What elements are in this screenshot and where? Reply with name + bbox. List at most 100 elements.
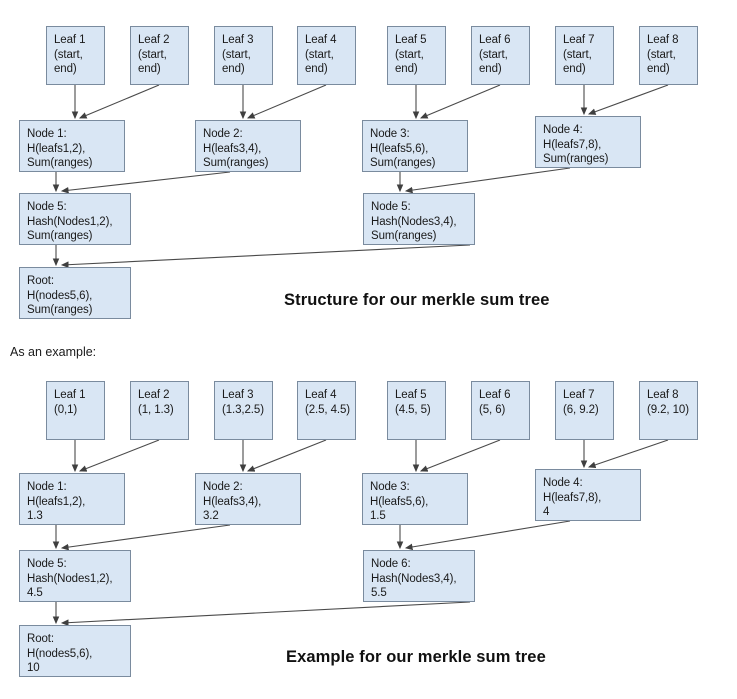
leaf2-line-3: end) — [138, 63, 161, 76]
node4-box: Node 4:H(leafs7,8),Sum(ranges) — [535, 116, 641, 168]
ex-root-line-1: Root: — [27, 633, 54, 645]
leaf6-line-1: Leaf 6 — [479, 34, 511, 46]
leaf7-line-1: Leaf 7 — [563, 34, 595, 46]
node4-line-1: Node 4: — [543, 124, 583, 136]
ex-node6-line-2: Hash(Nodes3,4), — [371, 572, 457, 585]
node2-line-2: H(leafs3,4), — [203, 142, 262, 155]
leaf1-box: Leaf 1(start,end) — [46, 26, 105, 85]
ex-node4-line-3: 4 — [543, 506, 550, 519]
node3-line-2: H(leafs5,6), — [370, 142, 429, 155]
leaf1-line-1: Leaf 1 — [54, 34, 86, 46]
node5a-line-2: Hash(Nodes1,2), — [27, 215, 113, 228]
caption-structure: Structure for our merkle sum tree — [284, 291, 550, 309]
node2-box: Node 2: H(leafs3,4), Sum(ranges) — [195, 120, 301, 172]
ex-node1-line-3: 1.3 — [27, 510, 43, 523]
root-line-3: Sum(ranges) — [27, 304, 93, 317]
ex-leaf3-box: Leaf 3 (1.3,2.5) — [214, 381, 273, 440]
ex-node5-box: Node 5: Hash(Nodes1,2), 4.5 — [19, 550, 131, 602]
ex-leaf1-line-2: (0,1) — [54, 403, 78, 416]
ex-leaf2-line-2: (1, 1.3) — [138, 403, 174, 416]
node4-line-2: H(leafs7,8), — [543, 138, 602, 151]
ex-node4-box: Node 4: H(leafs7,8), 4 — [535, 469, 641, 521]
ex-node2-box: Node 2: H(leafs3,4), 3.2 — [195, 473, 301, 525]
ex-node3-box: Node 3: H(leafs5,6), 1.5 — [362, 473, 468, 525]
ex-root-box: Root: H(nodes5,6), 10 — [19, 625, 131, 677]
ex-leaf8-box: Leaf 8 (9.2, 10) — [639, 381, 698, 440]
ex-node6-line-1: Node 6: — [371, 558, 411, 570]
ex-node6-box: Node 6: Hash(Nodes3,4), 5.5 — [363, 550, 475, 602]
node1-line-3: Sum(ranges) — [27, 157, 93, 170]
ex-leaf5-line-2: (4.5, 5) — [395, 403, 431, 416]
ex-node1-box: Node 1: H(leafs1,2), 1.3 — [19, 473, 125, 525]
leaf5-line-3: end) — [395, 63, 418, 76]
ex-leaf7-line-2: (6, 9.2) — [563, 403, 599, 416]
ex-leaf1-line-1: Leaf 1 — [54, 389, 86, 401]
node3-box: Node 3:H(leafs5,6),Sum(ranges) — [362, 120, 468, 172]
ex-node2-line-1: Node 2: — [203, 481, 243, 493]
ex-node1-line-1: Node 1: — [27, 481, 67, 493]
ex-leaf6-line-1: Leaf 6 — [479, 389, 511, 401]
root-line-1: Root: — [27, 275, 54, 287]
ex-node5-line-1: Node 5: — [27, 558, 67, 570]
leaf7-line-2: (start, — [563, 48, 592, 61]
ex-leaf2-line-1: Leaf 2 — [138, 389, 170, 401]
leaf2-box: Leaf 2 (start, end) — [130, 26, 189, 85]
node5b-line-2: Hash(Nodes3,4), — [371, 215, 457, 228]
leaf8-line-3: end) — [647, 63, 670, 76]
node3-line-1: Node 3: — [370, 128, 410, 140]
leaf3-line-2: (start, — [222, 48, 251, 61]
ex-leaf8-line-2: (9.2, 10) — [647, 403, 689, 416]
leaf4-line-1: Leaf 4 — [305, 34, 337, 46]
ex-leaf8-line-1: Leaf 8 — [647, 389, 679, 401]
node5b-line-1: Node 5: — [371, 201, 411, 213]
ex-root-line-2: H(nodes5,6), — [27, 647, 93, 660]
root-box: Root: H(nodes5,6), Sum(ranges) — [19, 267, 131, 319]
ex-leaf6-line-2: (5, 6) — [479, 403, 506, 416]
node5b-line-3: Sum(ranges) — [371, 230, 437, 243]
root-line-2: H(nodes5,6), — [27, 289, 93, 302]
node5a-line-3: Sum(ranges) — [27, 230, 93, 243]
ex-node4-line-2: H(leafs7,8), — [543, 491, 602, 504]
ex-leaf4-box: Leaf 4(2.5, 4.5) — [297, 381, 356, 440]
ex-leaf6-box: Leaf 6 (5, 6) — [471, 381, 530, 440]
ex-node2-line-2: H(leafs3,4), — [203, 495, 262, 508]
leaf5-line-2: (start, — [395, 48, 424, 61]
leaf4-line-3: end) — [305, 63, 328, 76]
ex-node4-line-1: Node 4: — [543, 477, 583, 489]
node2-line-3: Sum(ranges) — [203, 157, 269, 170]
leaf6-box: Leaf 6(start,end) — [471, 26, 530, 85]
leaf5-box: Leaf 5(start,end) — [387, 26, 446, 85]
ex-node6-line-3: 5.5 — [371, 587, 387, 600]
leaf4-box: Leaf 4 (start, end) — [297, 26, 356, 85]
leaf8-line-2: (start, — [647, 48, 676, 61]
leaf2-line-2: (start, — [138, 48, 167, 61]
ex-node3-line-3: 1.5 — [370, 510, 386, 523]
ex-node3-line-2: H(leafs5,6), — [370, 495, 429, 508]
leaf8-box: Leaf 8 (start, end) — [639, 26, 698, 85]
leaf7-box: Leaf 7 (start, end) — [555, 26, 614, 85]
ex-node5-line-3: 4.5 — [27, 587, 43, 600]
node1-line-2: H(leafs1,2), — [27, 142, 86, 155]
ex-node5-line-2: Hash(Nodes1,2), — [27, 572, 113, 585]
leaf2-line-1: Leaf 2 — [138, 34, 170, 46]
leaf4-line-2: (start, — [305, 48, 334, 61]
example-tree-edges — [52, 439, 669, 626]
leaf7-line-3: end) — [563, 63, 586, 76]
ex-leaf3-line-1: Leaf 3 — [222, 389, 254, 401]
leaf8-line-1: Leaf 8 — [647, 34, 679, 46]
ex-node1-line-2: H(leafs1,2), — [27, 495, 86, 508]
as-an-example-note: As an example: — [10, 345, 97, 359]
node5a-box: Node 5:Hash(Nodes1,2),Sum(ranges) — [19, 193, 131, 245]
node1-line-1: Node 1: — [27, 128, 67, 140]
leaf3-line-3: end) — [222, 63, 245, 76]
leaf1-line-2: (start, — [54, 48, 83, 61]
ex-leaf4-line-2: (2.5, 4.5) — [305, 403, 351, 416]
ex-node3-line-1: Node 3: — [370, 481, 410, 493]
node2-line-1: Node 2: — [203, 128, 243, 140]
ex-leaf7-box: Leaf 7(6, 9.2) — [555, 381, 614, 440]
ex-leaf3-line-2: (1.3,2.5) — [222, 403, 264, 416]
ex-root-line-3: 10 — [27, 662, 40, 675]
ex-leaf5-line-1: Leaf 5 — [395, 389, 427, 401]
ex-node2-line-3: 3.2 — [203, 510, 219, 523]
